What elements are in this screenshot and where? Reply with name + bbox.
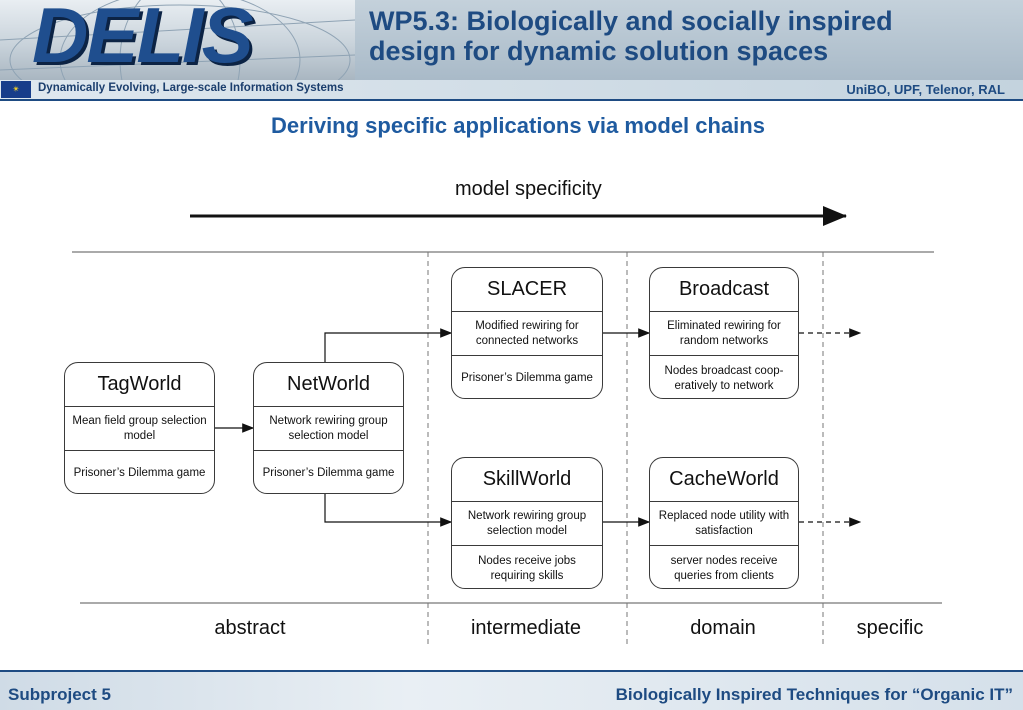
globe-lines-graphic bbox=[0, 0, 355, 80]
axis-label: model specificity bbox=[455, 178, 602, 200]
delis-logo: DELIS bbox=[0, 0, 355, 80]
box-game: server nodes receive queries from client… bbox=[670, 554, 778, 582]
box-broadcast: Broadcast Eliminated rewiring for random… bbox=[649, 267, 799, 399]
column-label-specific: specific bbox=[856, 617, 924, 639]
box-title: CacheWorld bbox=[650, 458, 798, 502]
box-model: Mean field group selection model bbox=[65, 407, 214, 451]
column-label-abstract: abstract bbox=[214, 617, 286, 639]
column-label-intermediate: intermediate bbox=[470, 617, 582, 639]
box-title: SLACER bbox=[452, 268, 602, 312]
box-title: SkillWorld bbox=[452, 458, 602, 502]
box-game: Nodes broadcast coop-eratively to networ… bbox=[664, 364, 784, 392]
header-title-line-2: design for dynamic solution spaces bbox=[369, 36, 829, 66]
arrow-networld-slacer bbox=[324, 328, 453, 362]
arrow-networld-skillworld bbox=[324, 494, 453, 527]
slide-heading: Deriving specific applications via model… bbox=[271, 113, 765, 138]
box-skillworld: SkillWorld Network rewiring group select… bbox=[451, 457, 603, 589]
box-model: Network rewiring group selection model bbox=[254, 407, 403, 451]
header-title-line-1: WP5.3: Biologically and socially inspire… bbox=[369, 6, 893, 36]
partners-label: UniBO, UPF, Telenor, RAL bbox=[846, 82, 1005, 97]
box-game: Prisoner’s Dilemma game bbox=[262, 467, 395, 479]
box-tagworld: TagWorld Mean field group selection mode… bbox=[64, 362, 215, 494]
header-title: WP5.3: Biologically and socially inspire… bbox=[369, 6, 893, 66]
footer-title: Biologically Inspired Techniques for “Or… bbox=[615, 685, 1013, 704]
box-title: Broadcast bbox=[650, 268, 798, 312]
project-subtitle: Dynamically Evolving, Large-scale Inform… bbox=[38, 82, 344, 94]
box-title: NetWorld bbox=[254, 363, 403, 407]
box-slacer: SLACER Modified rewiring for connected n… bbox=[451, 267, 603, 399]
footer: Subproject 5 Biologically Inspired Techn… bbox=[0, 670, 1023, 710]
box-networld: NetWorld Network rewiring group selectio… bbox=[253, 362, 404, 494]
box-model: Network rewiring group selection model bbox=[452, 502, 602, 546]
box-title: TagWorld bbox=[65, 363, 214, 407]
header-title-area: WP5.3: Biologically and socially inspire… bbox=[355, 0, 1023, 80]
eu-flag-icon: ✴ bbox=[1, 81, 31, 98]
logo-text: DELIS bbox=[32, 0, 254, 79]
box-game: Prisoner’s Dilemma game bbox=[461, 372, 593, 384]
box-model: Modified rewiring for connected networks bbox=[452, 312, 602, 356]
box-model: Eliminated rewiring for random networks bbox=[650, 312, 798, 356]
box-game: Prisoner’s Dilemma game bbox=[73, 467, 206, 479]
box-cacheworld: CacheWorld Replaced node utility with sa… bbox=[649, 457, 799, 589]
column-label-domain: domain bbox=[690, 617, 756, 639]
footer-subproject: Subproject 5 bbox=[8, 685, 111, 704]
header-strip: ✴ Dynamically Evolving, Large-scale Info… bbox=[0, 80, 1023, 101]
box-game: Nodes receive jobs requiring skills bbox=[478, 554, 576, 582]
box-model: Replaced node utility with satisfaction bbox=[650, 502, 798, 546]
